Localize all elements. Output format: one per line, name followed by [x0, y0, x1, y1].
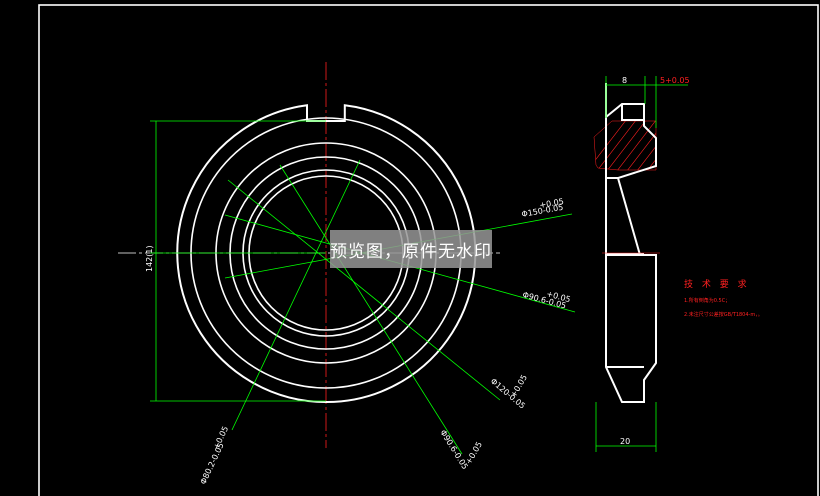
requirements-line-1: 1.所有倒角为0.5C；: [684, 297, 730, 304]
requirements-line-2: 2.未注尺寸公差按GB/T1804-m，。: [684, 311, 763, 318]
dim-vertical-left: 142(1): [145, 245, 154, 272]
dim-dia-150-tol: +0.05: [539, 197, 565, 210]
watermark-text: 预览图，原件无水印: [330, 241, 492, 262]
dim-dia-90-6b: Φ90.6-0.05: [438, 428, 469, 471]
side-view-dimensions: [595, 76, 688, 452]
dimension-leaders: [150, 159, 576, 455]
sheet-frame: [38, 4, 819, 496]
dim-bottom-width: 20: [620, 437, 630, 446]
preview-watermark: 预览图，原件无水印: [330, 230, 492, 268]
outer-contour-with-keyway: [176, 104, 477, 403]
requirements-title: 技 术 要 求: [684, 278, 750, 290]
dim-top-gap: 5+0.05: [660, 76, 690, 85]
side-view-outline: [605, 83, 657, 403]
vertical-dimension: [150, 120, 326, 402]
dim-top-width: 8: [622, 76, 627, 85]
side-view-hatched-section: [593, 120, 657, 171]
